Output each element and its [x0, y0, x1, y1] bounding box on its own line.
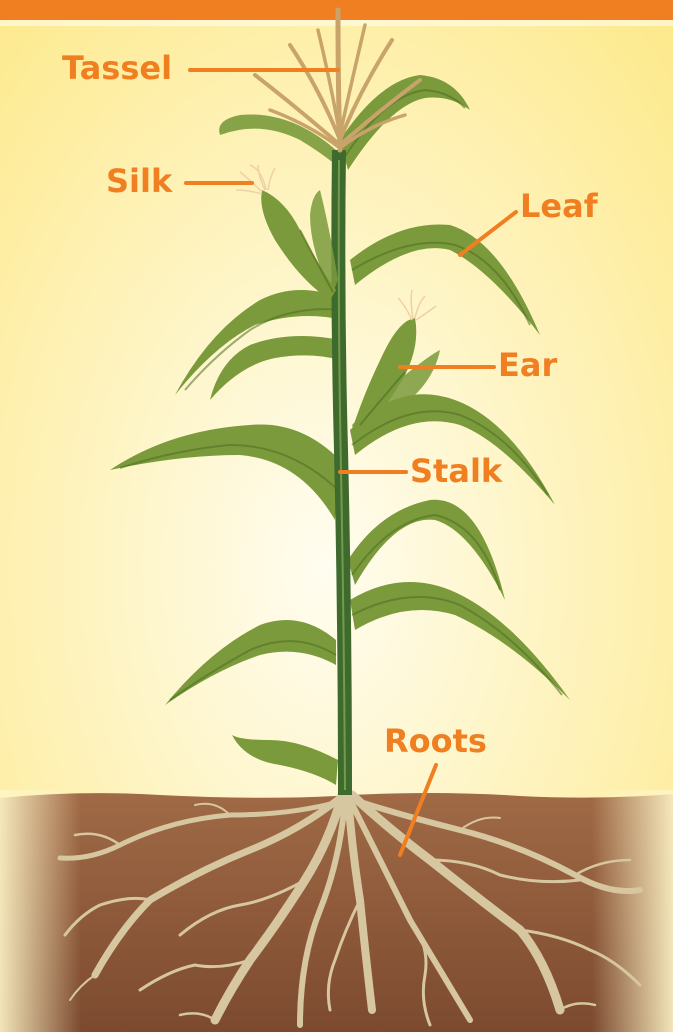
label-silk: Silk: [106, 165, 172, 197]
label-leaf: Leaf: [520, 190, 598, 222]
label-stalk: Stalk: [410, 455, 502, 487]
label-ear: Ear: [498, 349, 557, 381]
label-tassel: Tassel: [62, 52, 172, 84]
label-roots: Roots: [384, 725, 487, 757]
